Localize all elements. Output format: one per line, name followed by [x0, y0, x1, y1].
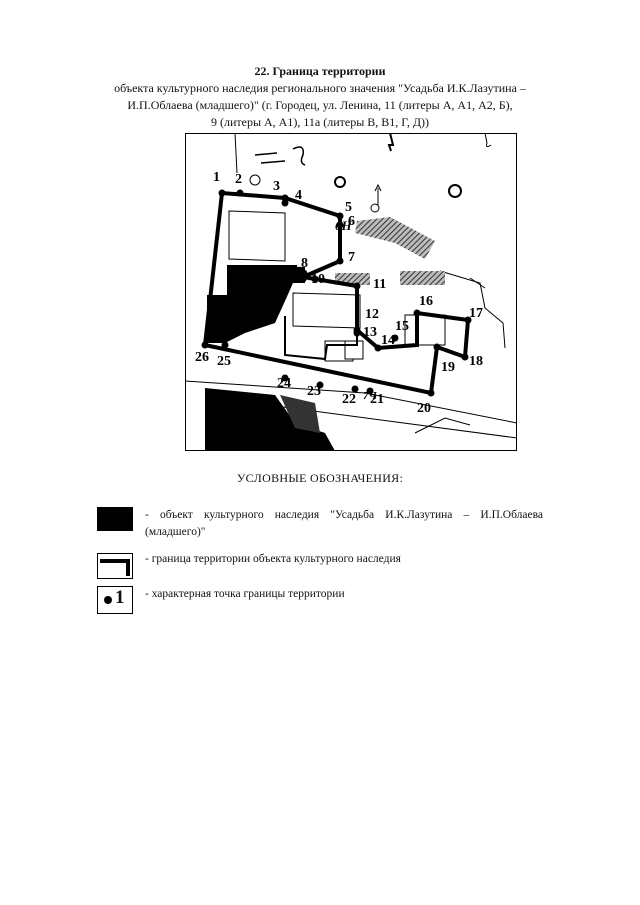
inner-boundary [284, 316, 358, 361]
boundary-point-label-22: 22 [342, 392, 356, 407]
legend-item-3-text: - характерная точка границы территории [145, 588, 345, 600]
boundary-point-label-4: 4 [295, 188, 302, 203]
heritage-object [205, 265, 335, 451]
legend-title: УСЛОВНЫЕ ОБОЗНАЧЕНИЯ: [236, 471, 404, 485]
boundary-point-25 [221, 341, 229, 349]
street-label-6n: 6Н [335, 218, 353, 233]
subtitle-line-3: 9 (литеры А, А1), 11а (литеры В, В1, Г, … [210, 115, 430, 129]
legend-item-2-text: - граница территории объекта культурного… [145, 553, 401, 565]
boundary-point-2 [236, 189, 244, 197]
boundary-point-8 [299, 269, 307, 277]
boundary-point-20 [427, 389, 435, 397]
point-number-sample: 1 [115, 587, 125, 608]
boundary-point-label-16: 16 [419, 294, 433, 309]
hatched-area [355, 217, 435, 259]
territory-boundary [203, 190, 471, 396]
legend-item-boundary: - граница территории объекта культурного… [97, 551, 537, 579]
street-label-7ch: 7Ч [363, 390, 378, 402]
boundary-point-label-1: 1 [213, 170, 220, 185]
boundary-points [201, 189, 472, 397]
boundary-point-7 [336, 257, 344, 265]
boundary-point-label-14: 14 [381, 333, 395, 348]
boundary-point-18 [461, 353, 469, 361]
boundary-point-6 [336, 221, 344, 229]
boundary-line-symbol [97, 553, 133, 579]
boundary-point-16 [413, 309, 421, 317]
boundary-point-13 [353, 329, 361, 337]
boundary-point-label-25: 25 [217, 354, 231, 369]
boundary-point-3 [281, 194, 289, 202]
boundary-point-22 [351, 385, 359, 393]
boundary-point-label-6: 6 [348, 214, 355, 229]
document-title: 22. Граница территории [254, 64, 386, 78]
legend-item-heritage-object: - объект культурного наследия "Усадьба И… [97, 507, 543, 547]
boundary-point-label-17: 17 [469, 306, 483, 321]
boundary-point-symbol: 1 [97, 586, 133, 614]
heritage-object-symbol [97, 507, 133, 531]
legend-item-1-text: - объект культурного наследия "Усадьба И… [145, 509, 543, 538]
point-dot-icon [104, 596, 112, 604]
boundary-point-15 [391, 334, 399, 342]
boundary-point-23 [316, 381, 324, 389]
boundary-point-5 [336, 212, 344, 220]
boundary-point-label-11: 11 [373, 277, 386, 292]
boundary-point-17 [464, 316, 472, 324]
boundary-point-9 [299, 275, 307, 283]
hatched-area [400, 271, 445, 285]
boundary-point-label-24: 24 [277, 376, 291, 391]
boundary-point-label-18: 18 [469, 354, 483, 369]
boundary-point-label-19: 19 [441, 360, 455, 375]
boundary-point-label-9: 9 [301, 268, 308, 283]
boundary-point-label-3: 3 [273, 179, 280, 194]
subtitle-line-1: объекта культурного наследия регионально… [114, 81, 526, 95]
boundary-point-label-8: 8 [301, 256, 308, 271]
boundary-point-label-15: 15 [395, 319, 409, 334]
boundary-point-label-20: 20 [417, 401, 431, 416]
building-outlines [228, 210, 446, 362]
boundary-point-19 [433, 343, 441, 351]
legend-item-point: 1 - характерная точка границы территории [97, 586, 537, 616]
boundary-point-label-13: 13 [363, 325, 377, 340]
boundary-point-14 [374, 344, 382, 352]
boundary-point-label-21: 21 [370, 392, 384, 407]
map-background [185, 133, 517, 439]
boundary-point-11 [353, 282, 361, 290]
boundary-point-label-26: 26 [195, 350, 209, 365]
boundary-point-label-2: 2 [235, 172, 242, 187]
boundary-point-label-23: 23 [307, 384, 321, 399]
boundary-point-label-7: 7 [348, 250, 355, 265]
boundary-point-4 [281, 199, 289, 207]
boundary-point-1 [218, 189, 226, 197]
subtitle-line-2: И.П.Облаева (младшего)" (г. Городец, ул.… [127, 98, 513, 112]
boundary-point-label-5: 5 [345, 200, 352, 215]
document-subtitle: объекта культурного наследия регионально… [100, 80, 540, 131]
boundary-point-21 [366, 387, 374, 395]
boundary-point-10 [311, 275, 319, 283]
boundary-point-label-10: 10 [311, 272, 325, 287]
boundary-point-26 [201, 341, 209, 349]
boundary-point-label-12: 12 [365, 307, 379, 322]
boundary-point-24 [281, 374, 289, 382]
